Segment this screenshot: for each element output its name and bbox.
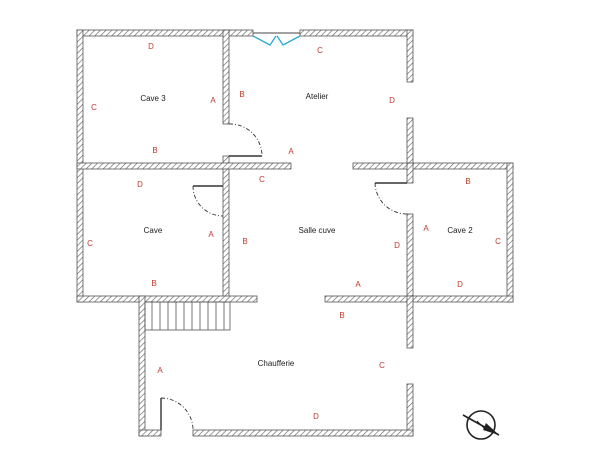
- label-cave3-right: A: [210, 96, 216, 105]
- label-atelier-right: D: [389, 96, 395, 105]
- label-salle-bottom: A: [355, 280, 361, 289]
- wall-chaufferie-right-bottom: [406, 383, 414, 437]
- wall-inner-h1: [76, 162, 292, 170]
- label-cave-top: D: [137, 180, 143, 189]
- label-salle-right: D: [394, 241, 400, 250]
- room-name-cave: Cave: [144, 226, 163, 235]
- label-cave2-left: A: [423, 224, 429, 233]
- doors: [160, 123, 408, 431]
- label-cave3-top: D: [148, 42, 154, 51]
- wall-right-atelier-top: [406, 29, 414, 83]
- label-salle-top: C: [259, 175, 265, 184]
- room-name-cave2: Cave 2: [447, 226, 473, 235]
- room-name-atelier: Atelier: [306, 92, 329, 101]
- label-atelier-left: B: [239, 90, 244, 99]
- label-chaufferie-right: C: [379, 361, 385, 370]
- room-names: Cave 3 Atelier Cave Salle cuve Cave 2 Ch…: [140, 92, 473, 368]
- wall-inner-v1-bottom: [222, 155, 230, 303]
- label-chaufferie-top: B: [339, 311, 344, 320]
- label-cave-bottom: B: [151, 279, 156, 288]
- wall-inner-h2-right: [324, 295, 514, 303]
- room-name-cave3: Cave 3: [140, 94, 166, 103]
- wall-right-cave2: [506, 162, 514, 303]
- label-cave-right: A: [208, 230, 214, 239]
- label-chaufferie-bottom: D: [313, 412, 319, 421]
- wall-inner-v2-bottom: [406, 213, 414, 303]
- label-cave3-left: C: [91, 103, 97, 112]
- wall-labels: D C A B C B D A D C A B C B D A B A C D …: [87, 42, 501, 421]
- wall-chaufferie-bottom-left: [138, 429, 162, 437]
- stairs: [144, 301, 231, 331]
- label-atelier-bottom: A: [288, 147, 294, 156]
- wall-chaufferie-right-top: [406, 295, 414, 349]
- label-atelier-top: C: [317, 46, 323, 55]
- label-chaufferie-left: A: [157, 366, 163, 375]
- walls: [76, 29, 514, 437]
- wall-chaufferie-left: [138, 295, 146, 437]
- wall-inner-v1-top: [222, 29, 230, 125]
- wall-chaufferie-bottom-right: [192, 429, 414, 437]
- wall-inner-h1-right: [352, 162, 514, 170]
- label-cave2-bottom: D: [457, 280, 463, 289]
- wall-right-atelier-bottom: [406, 117, 414, 169]
- room-name-salle-cuve: Salle cuve: [299, 226, 336, 235]
- label-cave2-top: B: [465, 177, 470, 186]
- compass-icon: [462, 410, 500, 440]
- label-cave3-bottom: B: [152, 146, 157, 155]
- label-salle-left: B: [242, 237, 247, 246]
- wall-inner-v2-top: [406, 162, 414, 184]
- window-atelier: [252, 32, 301, 46]
- room-name-chaufferie: Chaufferie: [258, 359, 295, 368]
- label-cave-left: C: [87, 239, 93, 248]
- wall-inner-h2-left: [76, 295, 258, 303]
- label-cave2-right: C: [495, 237, 501, 246]
- wall-top-right: [299, 29, 414, 37]
